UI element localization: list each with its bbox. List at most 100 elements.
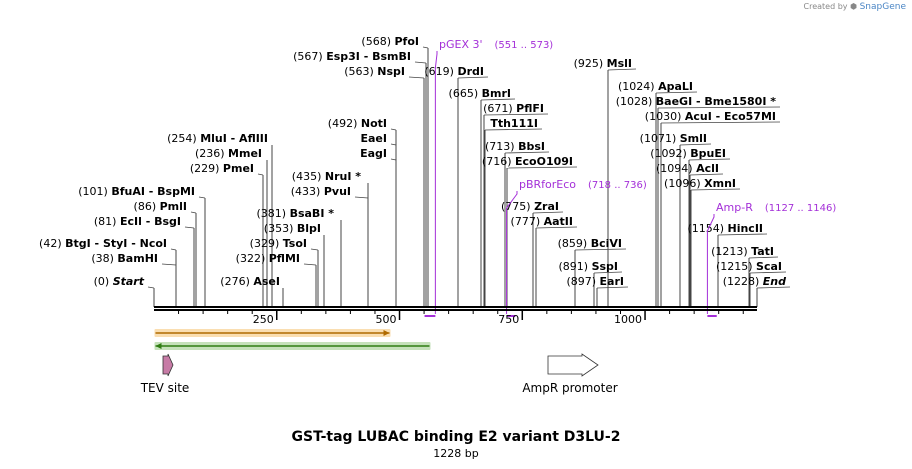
enzyme-label[interactable]: (777) AatII: [511, 215, 573, 228]
enzyme-position: (1213): [711, 245, 751, 258]
enzyme-name: BmrI: [482, 87, 511, 100]
enzyme-position: (329): [250, 237, 283, 250]
enzyme-label[interactable]: (1228) End: [723, 275, 786, 288]
watermark-prefix: Created by: [803, 2, 848, 11]
enzyme-connector-line: [354, 196, 369, 199]
enzyme-name: AclI: [696, 162, 719, 175]
enzyme-connector-line: [170, 248, 177, 251]
enzyme-label[interactable]: (713) BbsI: [485, 140, 545, 153]
snapgene-watermark: Created by ⬢ SnapGene: [804, 2, 907, 12]
enzyme-label[interactable]: (1215) ScaI: [716, 260, 782, 273]
enzyme-label[interactable]: (665) BmrI: [449, 87, 511, 100]
enzyme-position: (897): [566, 275, 599, 288]
enzyme-name: BbsI: [518, 140, 545, 153]
enzyme-label[interactable]: (322) PflMI: [236, 252, 300, 265]
enzyme-label[interactable]: (1092) BpuEI: [650, 147, 726, 160]
enzyme-label[interactable]: (568) PfoI: [361, 35, 419, 48]
enzyme-label[interactable]: (1096) XmnI: [664, 177, 736, 190]
enzyme-name: PfoI: [395, 35, 420, 48]
enzyme-label[interactable]: (1028) BaeGI - Bme1580I *: [616, 95, 777, 108]
enzyme-name: AatII: [544, 215, 573, 228]
primer-range: (551 .. 573): [495, 40, 554, 51]
enzyme-position: (236): [195, 147, 228, 160]
enzyme-name: MslI: [607, 57, 632, 70]
enzyme-position: (353): [264, 222, 297, 235]
enzyme-label[interactable]: (775) ZraI: [501, 200, 559, 213]
enzyme-label[interactable]: (276) AseI: [220, 275, 280, 288]
enzyme-position: (665): [449, 87, 482, 100]
enzyme-name: MluI - AflIII: [200, 132, 268, 145]
enzyme-name: BamHI: [117, 252, 158, 265]
enzyme-connector-line: [679, 143, 712, 146]
primer-label[interactable]: pGEX 3'(551 .. 573): [439, 38, 553, 51]
enzyme-connector-line: [198, 196, 206, 199]
enzyme-label[interactable]: (42) BtgI - StyI - NcoI: [39, 237, 167, 250]
enzyme-name: EcIl - BsgI: [120, 215, 181, 228]
enzyme-connector-line: [689, 173, 724, 176]
enzyme-position: (1154): [687, 222, 727, 235]
enzyme-label[interactable]: (81) EcIl - BsgI: [94, 215, 181, 228]
enzyme-position: (713): [485, 140, 518, 153]
enzyme-position: (563): [344, 65, 377, 78]
enzyme-label[interactable]: EagI: [360, 147, 387, 160]
primer-label[interactable]: Amp-R(1127 .. 1146): [716, 201, 836, 214]
enzyme-label[interactable]: (38) BamHI: [91, 252, 158, 265]
enzyme-label[interactable]: (1094) AclI: [656, 162, 719, 175]
enzyme-position: (492): [328, 117, 361, 130]
enzyme-connector-line: [660, 121, 781, 124]
enzyme-label[interactable]: Tth111I: [490, 117, 538, 130]
enzyme-name: DrdI: [457, 65, 484, 78]
enzyme-position: (254): [167, 132, 200, 145]
enzyme-label[interactable]: (1030) AcuI - Eco57MI: [645, 110, 776, 123]
feature-arrow[interactable]: [547, 353, 599, 377]
enzyme-name: BfuAI - BspMI: [111, 185, 195, 198]
enzyme-connector-line: [408, 76, 425, 79]
primer-range: (718 .. 736): [588, 180, 647, 191]
enzyme-label[interactable]: (353) BlpI: [264, 222, 321, 235]
enzyme-label[interactable]: (329) TsoI: [250, 237, 307, 250]
enzyme-position: (619): [424, 65, 457, 78]
enzyme-label[interactable]: EaeI: [361, 132, 388, 145]
enzyme-label[interactable]: (891) SspI: [558, 260, 618, 273]
enzyme-label[interactable]: (101) BfuAI - BspMI: [78, 185, 195, 198]
enzyme-name: ScaI: [756, 260, 782, 273]
enzyme-label[interactable]: (897) EarI: [566, 275, 624, 288]
enzyme-label[interactable]: (859) BciVI: [558, 237, 622, 250]
enzyme-label[interactable]: (1024) ApaLI: [618, 80, 693, 93]
enzyme-name: BaeGI - Bme1580I *: [656, 95, 776, 108]
enzyme-label[interactable]: (1154) HincII: [687, 222, 763, 235]
enzyme-connector-line: [303, 263, 317, 266]
enzyme-label[interactable]: (671) PflFI: [483, 102, 544, 115]
enzyme-label[interactable]: (381) BsaBI *: [257, 207, 335, 220]
enzyme-name: SmlI: [680, 132, 707, 145]
enzyme-position: (1096): [664, 177, 704, 190]
enzyme-label[interactable]: (1213) TatI: [711, 245, 774, 258]
enzyme-connector-line: [480, 98, 516, 101]
enzyme-label[interactable]: (492) NotI: [328, 117, 387, 130]
feature-arrow[interactable]: [162, 353, 174, 377]
enzyme-label[interactable]: (254) MluI - AflIII: [167, 132, 268, 145]
enzyme-label[interactable]: (1071) SmlI: [640, 132, 707, 145]
orf-tracks: [154, 329, 431, 350]
enzyme-connector-line: [655, 91, 698, 94]
enzyme-label[interactable]: (433) PvuI: [291, 185, 351, 198]
enzyme-connector-line: [607, 68, 637, 71]
enzyme-label[interactable]: (86) PmlI: [134, 200, 187, 213]
primer-label[interactable]: pBRforEco(718 .. 736): [519, 178, 647, 191]
enzyme-label[interactable]: (716) EcoO109I: [482, 155, 573, 168]
enzyme-name: NruI *: [325, 170, 361, 183]
enzyme-label[interactable]: (563) NspI: [344, 65, 405, 78]
enzyme-position: (1092): [650, 147, 690, 160]
enzyme-label[interactable]: (925) MslI: [574, 57, 632, 70]
enzyme-label[interactable]: (567) Esp3I - BsmBI: [293, 50, 411, 63]
enzyme-position: (0): [94, 275, 113, 288]
enzyme-connector-line: [414, 61, 427, 64]
enzyme-label[interactable]: (229) PmeI: [190, 162, 254, 175]
sequence-length: 1228 bp: [433, 447, 479, 460]
ruler-tick-label: 750: [498, 313, 519, 326]
enzyme-label[interactable]: (619) DrdI: [424, 65, 484, 78]
enzyme-label[interactable]: (236) MmeI: [195, 147, 262, 160]
enzyme-label[interactable]: (435) NruI *: [292, 170, 361, 183]
feature-label: TEV site: [140, 381, 190, 395]
enzyme-label[interactable]: (0) Start: [94, 275, 145, 288]
